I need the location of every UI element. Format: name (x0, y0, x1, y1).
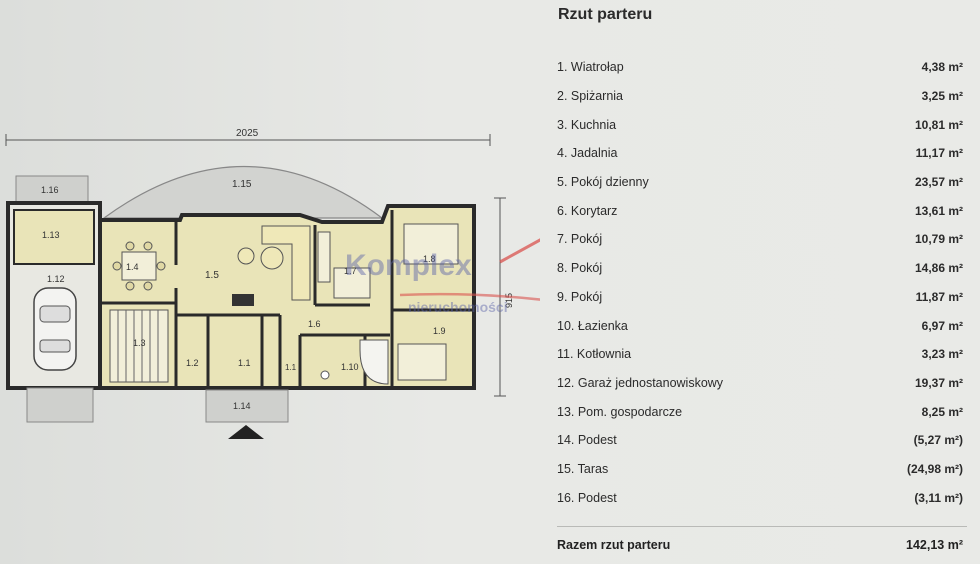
interior-walls (100, 210, 474, 388)
room-label-1-9: 1.9 (433, 326, 446, 336)
room-area: 6,97 m² (921, 318, 963, 333)
room-area: 14,86 m² (914, 261, 963, 276)
room-name: 3. Kuchnia (557, 117, 617, 132)
floor-plan: 2025 915 1.15 1.16 1.13 1.12 (5, 128, 540, 439)
room-row: 7. Pokój 10,79 m² (557, 225, 967, 254)
room-name: 10. Łazienka (557, 318, 628, 333)
total-divider (557, 526, 967, 527)
watermark: Komplex nieruchomości (345, 238, 540, 315)
total-row: Razem rzut parteru 142,13 m² (557, 538, 967, 552)
room-1-13 (13, 209, 95, 265)
car-icon (33, 287, 77, 371)
total-area: 142,13 m² (906, 538, 963, 552)
toilet-icon (320, 370, 330, 380)
room-label-1-2: 1.2 (186, 358, 199, 368)
room-name: 8. Pokój (557, 261, 603, 276)
room-name: 5. Pokój dzienny (557, 175, 649, 190)
room-area: (5,27 m²) (913, 433, 963, 448)
total-label: Razem rzut parteru (557, 538, 671, 552)
room-label-1-1a: 1.1 (238, 358, 251, 368)
room-label-1-15: 1.15 (232, 179, 252, 190)
panel-title: Rzut parteru (558, 6, 653, 23)
room-area: (24,98 m²) (906, 461, 963, 476)
room-area: 19,37 m² (914, 375, 963, 390)
room-name: 4. Jadalnia (557, 146, 618, 161)
room-name: 14. Podest (557, 433, 617, 448)
depth-dimension-label: 915 (504, 293, 514, 308)
bed-1-9 (397, 343, 447, 381)
fireplace-icon (232, 294, 254, 306)
room-row: 13. Pom. gospodarcze 8,25 m² (557, 397, 967, 426)
podest-1-14 (205, 389, 289, 423)
room-name: 6. Korytarz (557, 203, 618, 218)
room-area: 4,38 m² (921, 60, 963, 75)
room-row: 11. Kotłownia 3,23 m² (557, 340, 967, 369)
room-row: 3. Kuchnia 10,81 m² (557, 110, 967, 139)
room-name: 11. Kotłownia (557, 347, 632, 362)
width-dimension: 2025 (5, 128, 491, 146)
room-area: 10,79 m² (914, 232, 963, 247)
room-row: 6. Korytarz 13,61 m² (557, 196, 967, 225)
sofa-icon (237, 225, 311, 301)
wardrobe-1-7 (317, 231, 331, 283)
room-area: 11,87 m² (915, 289, 963, 304)
width-dimension-label: 2025 (236, 128, 259, 139)
room-area: 23,57 m² (914, 175, 963, 190)
room-area: 3,25 m² (921, 89, 963, 104)
room-row: 16. Podest (3,11 m²) (557, 483, 967, 512)
room-list: 1. Wiatrołap 4,38 m² 2. Spiżarnia 3,25 m² 3.… (557, 53, 967, 512)
room-label-1-1b: 1.1 (285, 363, 297, 372)
room-area: 3,23 m² (921, 347, 963, 362)
entrance-arrow-icon (228, 425, 264, 439)
room-row: 15. Taras (24,98 m²) (557, 455, 967, 484)
room-row: 10. Łazienka 6,97 m² (557, 311, 967, 340)
room-name: 13. Pom. gospodarcze (557, 404, 683, 419)
bathtub-icon (359, 339, 389, 385)
room-label-1-4: 1.4 (126, 262, 139, 272)
garage-driveway (26, 387, 94, 423)
room-row: 8. Pokój 14,86 m² (557, 254, 967, 283)
bed-1-7 (333, 267, 371, 299)
room-label-1-14: 1.14 (233, 401, 251, 411)
room-summary-panel: Rzut parteru 1. Wiatrołap 4,38 m² 2. Spiża… (540, 0, 980, 564)
room-label-1-12: 1.12 (47, 274, 65, 284)
room-name: 2. Spiżarnia (557, 89, 624, 104)
stairs (109, 309, 169, 383)
dining-table-icon (112, 241, 166, 291)
room-row: 1. Wiatrołap 4,38 m² (557, 53, 967, 82)
bed-1-8 (403, 223, 459, 265)
room-row: 5. Pokój dzienny 23,57 m² (557, 168, 967, 197)
room-name: 9. Pokój (557, 289, 603, 304)
room-row: 2. Spiżarnia 3,25 m² (557, 82, 967, 111)
watermark-top-text: Komplex (345, 249, 472, 282)
room-row: 14. Podest (5,27 m²) (557, 426, 967, 455)
room-area: 10,81 m² (914, 117, 963, 132)
room-area: 13,61 m² (914, 203, 963, 218)
room-label-1-7: 1.7 (344, 266, 357, 276)
room-label-1-5: 1.5 (205, 270, 219, 281)
room-name: 15. Taras (557, 461, 609, 476)
terrace-arc (102, 165, 384, 219)
room-label-1-16: 1.16 (41, 185, 59, 195)
room-row: 9. Pokój 11,87 m² (557, 283, 967, 312)
room-label-1-3: 1.3 (133, 338, 146, 348)
room-label-1-8: 1.8 (423, 254, 436, 264)
room-name: 7. Pokój (557, 232, 603, 247)
room-row: 12. Garaż jednostanowiskowy 19,37 m² (557, 369, 967, 398)
room-name: 12. Garaż jednostanowiskowy (557, 375, 724, 390)
room-label-1-10: 1.10 (341, 362, 359, 372)
watermark-bottom-text: nieruchomości (408, 299, 508, 315)
room-area: 8,25 m² (921, 404, 963, 419)
room-label-1-6: 1.6 (308, 319, 321, 329)
room-name: 1. Wiatrołap (557, 60, 624, 75)
room-name: 16. Podest (557, 490, 617, 505)
room-row: 4. Jadalnia 11,17 m² (557, 139, 967, 168)
room-label-1-13: 1.13 (42, 230, 60, 240)
room-area: 11,17 m² (915, 146, 963, 161)
room-area: (3,11 m²) (914, 490, 963, 505)
